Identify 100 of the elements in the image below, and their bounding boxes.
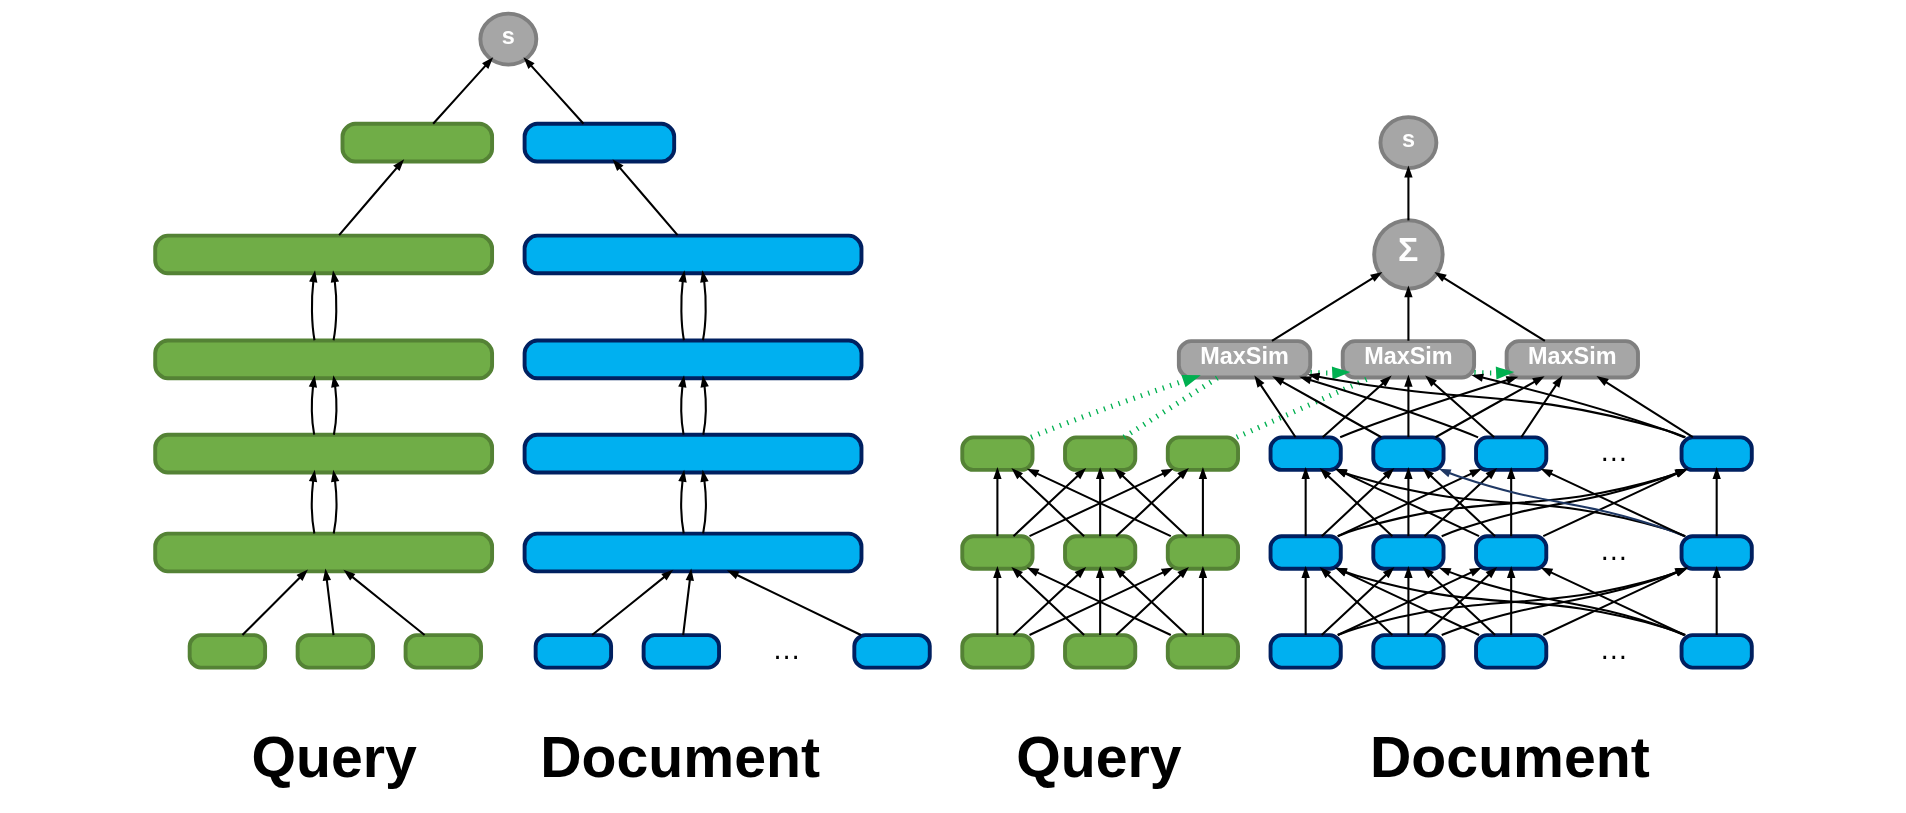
arrow <box>330 469 339 534</box>
node-box <box>1679 534 1754 571</box>
arrow <box>1506 467 1515 537</box>
node-box <box>1165 633 1240 670</box>
label: Query <box>250 724 417 789</box>
arrow <box>322 568 335 636</box>
arrow <box>1198 565 1207 636</box>
arrow <box>1403 467 1413 537</box>
node-box <box>152 432 494 475</box>
arrow <box>1519 375 1562 438</box>
node-box <box>1062 633 1137 670</box>
node-box <box>1268 534 1343 571</box>
label: Document <box>539 724 820 789</box>
arrow <box>1470 373 1685 439</box>
arrow <box>612 159 678 236</box>
node-circle: s <box>1378 115 1438 171</box>
arrow <box>681 568 694 636</box>
arrow <box>337 159 404 236</box>
node-box <box>1473 534 1548 571</box>
arrow <box>1270 271 1382 342</box>
node-box <box>1062 435 1137 472</box>
arrow <box>308 469 317 534</box>
arrow <box>992 467 1002 537</box>
node-box <box>1165 534 1240 571</box>
node-box <box>1473 435 1548 472</box>
arrow <box>1253 375 1296 438</box>
node-box <box>851 633 932 670</box>
node-box: MaxSim <box>1504 339 1640 380</box>
node-box <box>1370 435 1445 472</box>
arrow <box>330 270 339 341</box>
arrow <box>992 565 1002 636</box>
arrow <box>1300 467 1310 537</box>
arrow <box>590 569 673 636</box>
arrow <box>726 570 861 636</box>
node-box <box>1165 435 1240 472</box>
label: Query <box>1015 724 1182 789</box>
node-box: MaxSim <box>1340 339 1476 380</box>
node-box <box>1268 435 1343 472</box>
arrow <box>1403 565 1413 636</box>
arrow <box>330 375 339 435</box>
arrow <box>431 57 493 125</box>
node-box: MaxSim <box>1176 339 1312 380</box>
node-box <box>152 531 494 574</box>
node-box <box>522 233 863 276</box>
arrow <box>1712 565 1721 636</box>
node-box <box>641 633 721 670</box>
arrow <box>1307 372 1686 439</box>
arrow <box>308 375 317 435</box>
node-box <box>1268 633 1343 670</box>
arrow <box>1595 376 1693 439</box>
arrow <box>1309 366 1350 380</box>
node-box <box>959 534 1034 571</box>
node-box <box>1679 435 1754 472</box>
node-box <box>1062 534 1137 571</box>
arrow <box>342 569 425 636</box>
arrow <box>1433 271 1545 342</box>
arrow <box>1403 285 1413 341</box>
arrow <box>1339 376 1518 439</box>
label: … <box>1599 632 1628 665</box>
arrow <box>677 270 687 341</box>
arrow <box>677 469 687 534</box>
node-box <box>152 338 494 381</box>
arrow <box>1403 165 1413 221</box>
arrow <box>699 270 708 341</box>
arrow <box>1095 565 1104 636</box>
arrow <box>308 270 317 341</box>
node-box <box>152 233 494 276</box>
node-box <box>1370 534 1445 571</box>
arrow <box>1473 366 1514 380</box>
arrow <box>1434 376 1545 439</box>
node-box <box>522 121 676 164</box>
node-box <box>959 633 1034 670</box>
arrow <box>677 375 686 435</box>
node-box <box>1679 633 1754 670</box>
arrow <box>700 375 709 435</box>
arrow <box>1095 467 1104 537</box>
arrow <box>1506 565 1515 636</box>
arrow <box>1403 374 1413 438</box>
node-box <box>522 531 863 574</box>
node-box <box>533 633 613 670</box>
node-box <box>1473 633 1548 670</box>
node-box <box>959 435 1034 472</box>
arrow <box>1198 467 1207 537</box>
arrow <box>1271 376 1382 439</box>
arrow <box>1712 467 1721 537</box>
label: Document <box>1369 724 1650 789</box>
arrow <box>699 469 709 534</box>
node-box <box>522 432 863 475</box>
arrow <box>1029 375 1201 440</box>
node-box <box>522 338 863 381</box>
node-box <box>187 633 267 670</box>
node-box <box>295 633 375 670</box>
connector <box>1122 375 1219 440</box>
label: … <box>771 632 801 665</box>
node-box <box>1370 633 1445 670</box>
arrow <box>1298 376 1478 439</box>
label: … <box>1599 434 1628 467</box>
node-box <box>340 121 494 164</box>
arrow <box>522 57 584 125</box>
arrow <box>1321 375 1392 438</box>
